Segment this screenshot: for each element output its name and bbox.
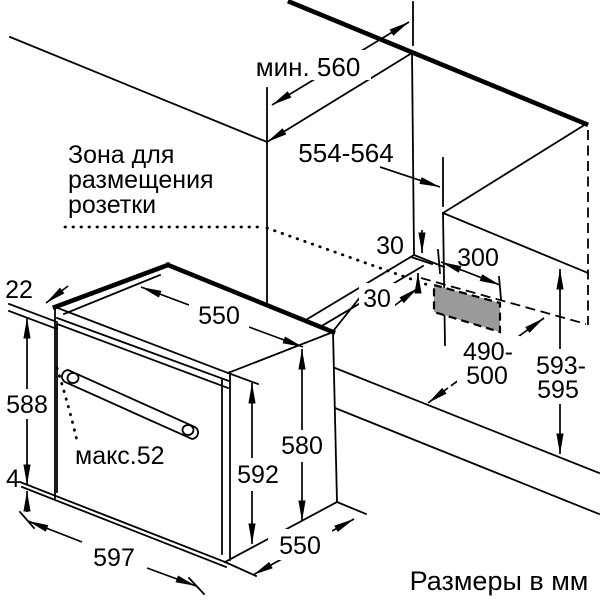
- handle-right-mount: [181, 424, 195, 436]
- oven-base-edge: [20, 485, 228, 569]
- dimension-lines: [18, 21, 564, 596]
- socket-zone-level-line: [420, 277, 587, 325]
- dim-zone-width-tick-right: [498, 276, 502, 300]
- label-socket-zone-1: Зона для: [68, 141, 174, 169]
- dim-zone-height-arrow-lower: [427, 387, 449, 404]
- oven-top-back-edge: [165, 262, 336, 335]
- label-handle-max: макс.52: [75, 442, 165, 470]
- oven-top-front-edge: [53, 305, 230, 375]
- label-gap-bottom: 30: [363, 285, 391, 313]
- door-top-outer-edge: [55, 316, 231, 383]
- socket-zone-border: [432, 283, 502, 334]
- label-plinth-gap: 4: [6, 465, 20, 493]
- handle-left-mount: [66, 372, 80, 384]
- dim-zone-width-arrow: [440, 261, 501, 286]
- labels: мин. 560 Зона для размещения розетки 554…: [5, 52, 588, 596]
- dim-oven-top-right: [248, 326, 304, 348]
- dim-gap-bottom-arrow: [393, 287, 419, 307]
- handle-bar: [61, 369, 199, 440]
- door-top-inner-edge: [55, 322, 230, 390]
- handle-max-leader: [55, 366, 79, 443]
- niche-back-left-edge: [411, 52, 415, 256]
- door-handle: [61, 369, 199, 440]
- label-niche-width: 554-564: [298, 138, 393, 168]
- label-socket-zone-3: розетки: [68, 191, 156, 219]
- label-door-height: 592: [237, 461, 279, 489]
- dim-zone-height-arrow-upper: [525, 317, 545, 333]
- label-zone-height-2: 500: [466, 362, 508, 390]
- socket-zone-fill: [434, 285, 500, 332]
- label-oven-depth: 550: [279, 532, 321, 560]
- label-front-offset: 22: [5, 276, 33, 304]
- dim-oven-width-tick-left: [18, 510, 36, 530]
- label-backgrounds: [2, 50, 593, 571]
- label-units-note: Размеры в мм: [410, 566, 589, 596]
- dim-zone-width-tick-left: [437, 249, 441, 274]
- label-oven-top-depth: 550: [198, 302, 240, 330]
- dim-oven-depth-right: [331, 518, 355, 532]
- oven-top-left-edge: [52, 262, 171, 310]
- label-niche-depth: мин. 560: [256, 52, 361, 82]
- label-niche-height-1: 593-: [536, 352, 586, 380]
- dim-niche-width-leader: [379, 166, 441, 188]
- niche-ceiling-right-edge: [441, 122, 588, 215]
- floor-line: [333, 406, 600, 516]
- dim-oven-top-left: [140, 286, 190, 306]
- dim-oven-width-left: [27, 520, 83, 543]
- front-offset-line-lower: [7, 309, 59, 331]
- dim-oven-width-tick-right: [187, 576, 206, 596]
- label-socket-zone-2: размещения: [68, 166, 214, 194]
- counter-top-left-edge: [8, 35, 269, 144]
- dim-oven-depth-tick-right: [335, 500, 368, 516]
- label-niche-height-2: 595: [537, 376, 579, 404]
- right-panel-top-edge: [441, 211, 590, 275]
- label-zone-height-1: 490-: [463, 338, 513, 366]
- cabinet-base-front-edge: [333, 366, 600, 475]
- oven-top-trim-line: [62, 273, 162, 316]
- oven-bottom-edge: [18, 480, 227, 564]
- dim-oven-width-right: [146, 567, 197, 587]
- label-gap-top: 30: [376, 232, 404, 260]
- front-offset-line-upper: [7, 302, 59, 324]
- oven-top-front-extension: [226, 371, 260, 386]
- label-front-height: 588: [6, 391, 48, 419]
- dim-oven-depth-tick-left: [223, 560, 258, 578]
- label-oven-width: 597: [93, 544, 135, 572]
- label-zone-width: 300: [457, 244, 499, 272]
- oven-drawing: [7, 262, 339, 569]
- niche-front-right-edge: [442, 212, 446, 346]
- dim-front-offset-arrow: [45, 285, 69, 304]
- oven-back-right-edge: [332, 331, 338, 503]
- oven-top-right-edge: [226, 330, 335, 375]
- label-body-height: 580: [281, 432, 323, 460]
- dim-gap-top-tick: [409, 255, 434, 266]
